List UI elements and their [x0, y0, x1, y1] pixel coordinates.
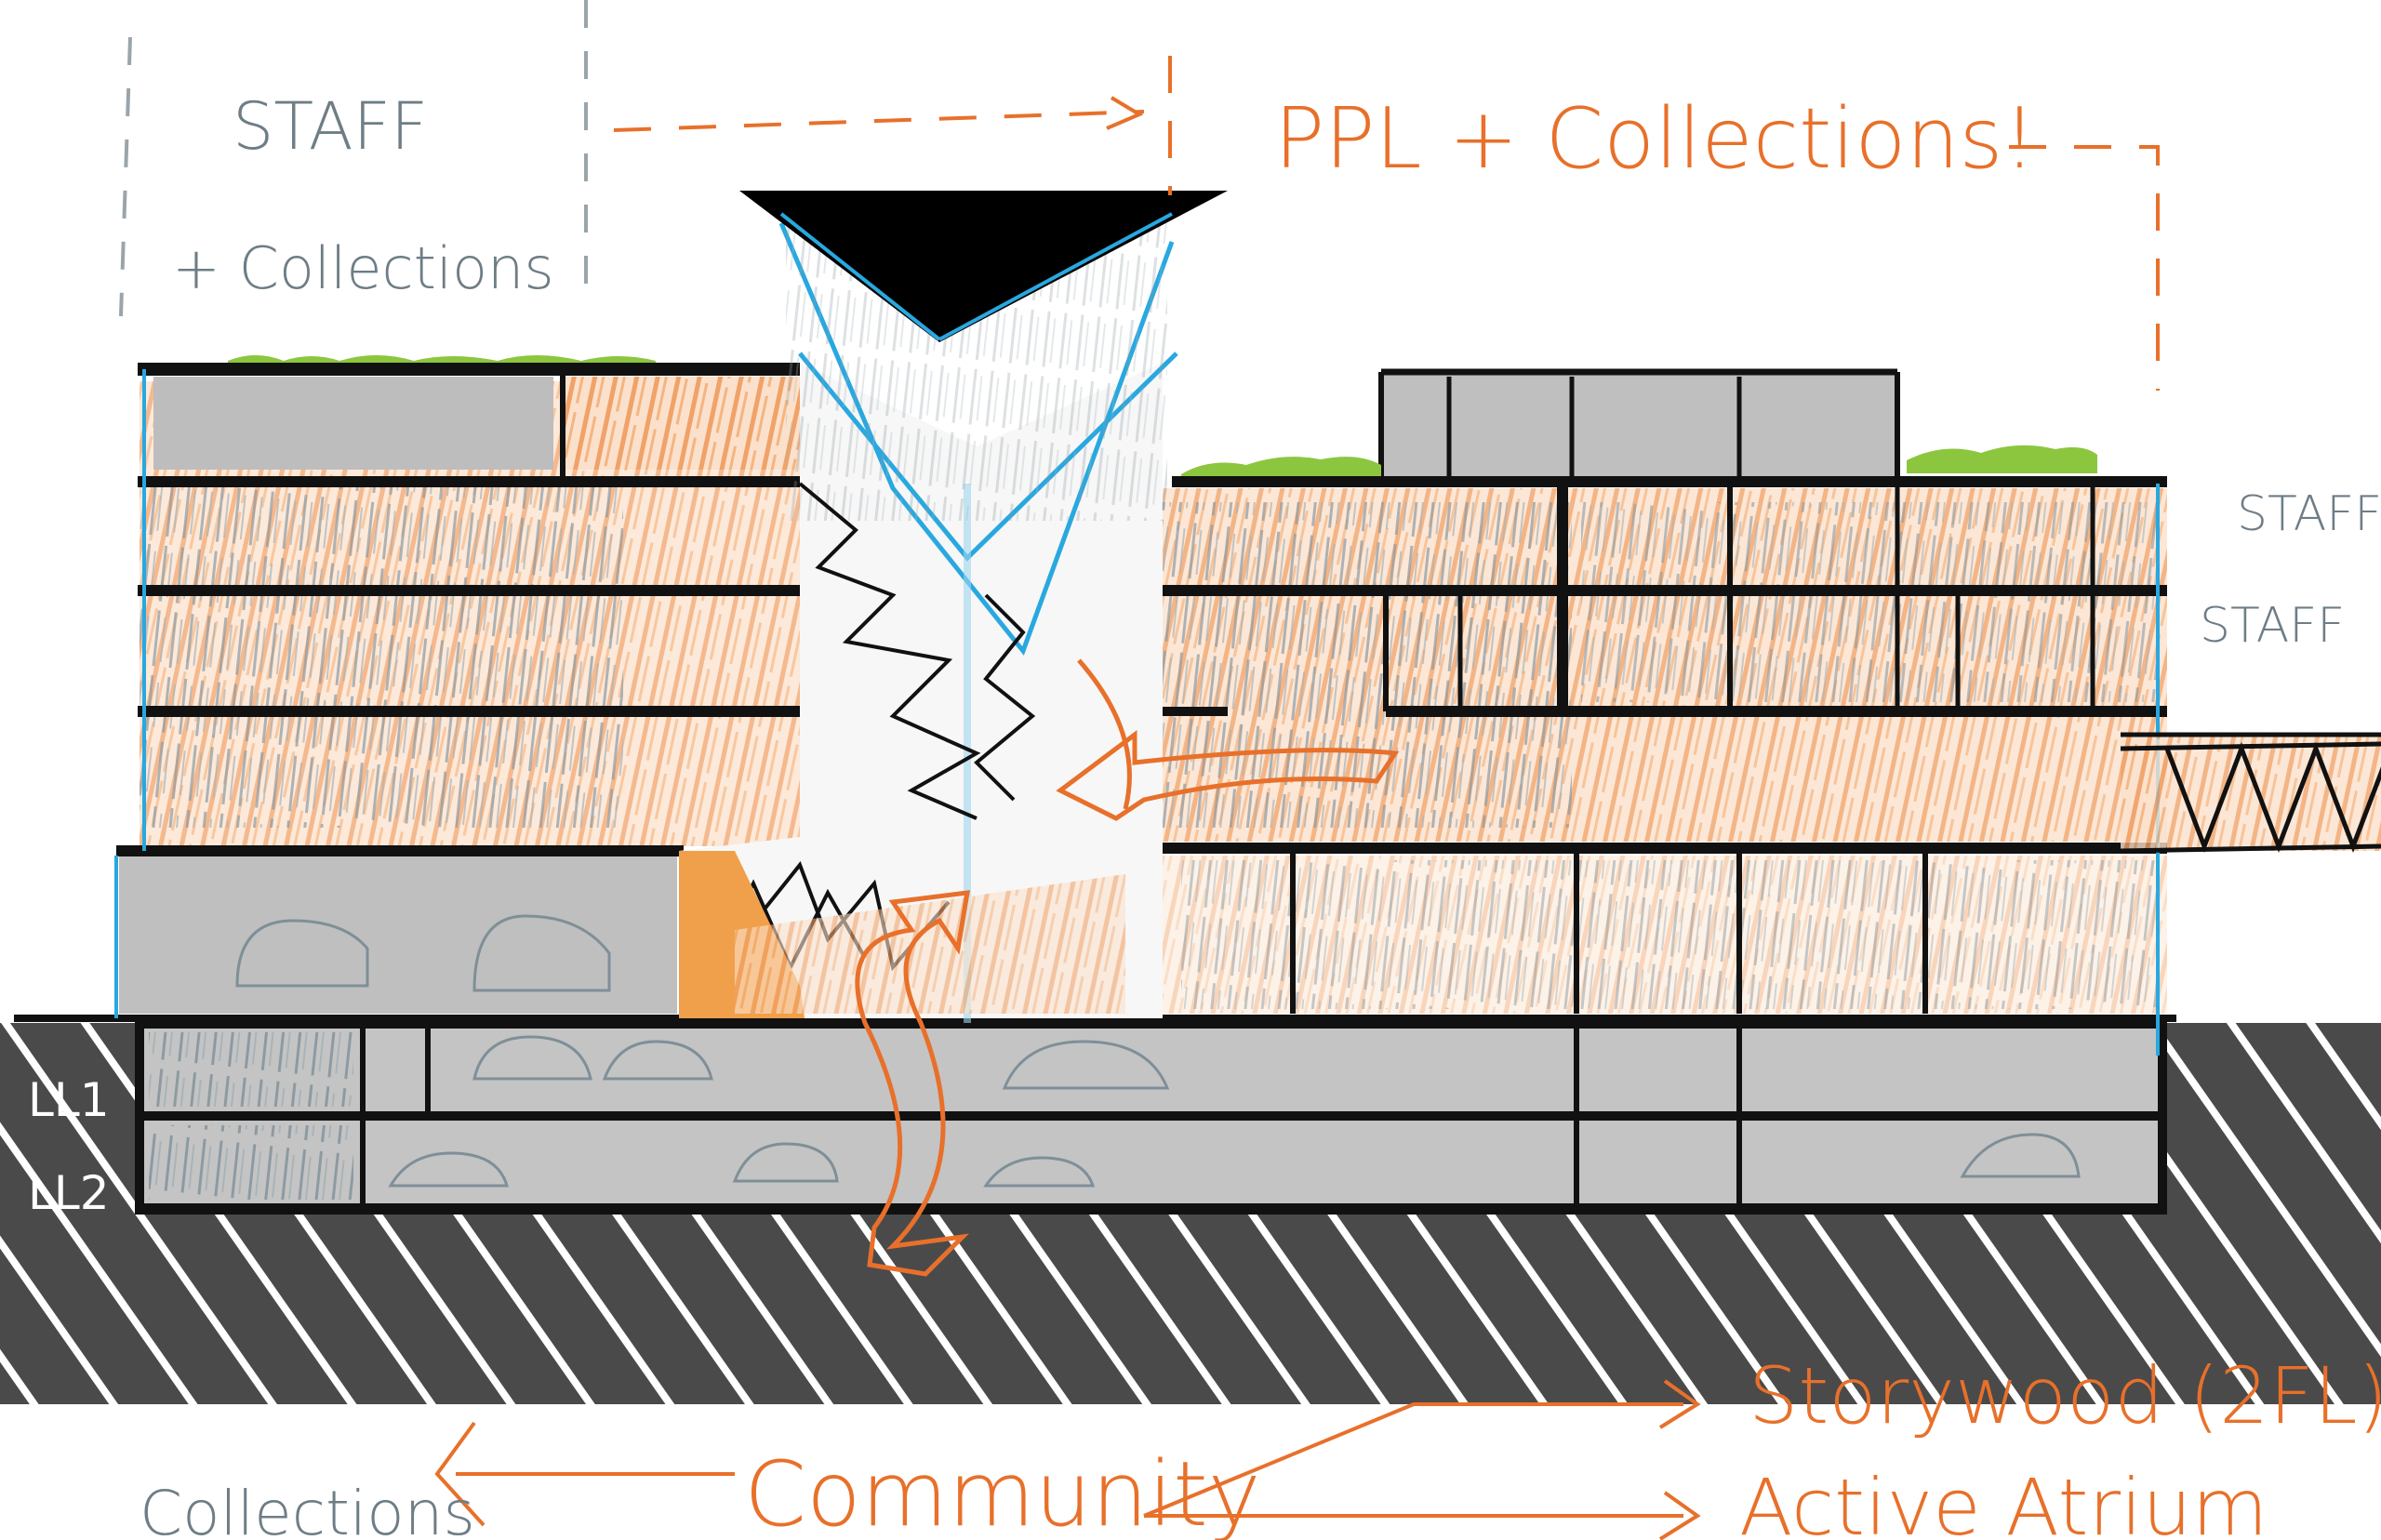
left-tower-slabs [114, 363, 809, 1018]
top-arrowhead [1106, 96, 1144, 130]
annotation-storywood: Storywood (2FL) [1749, 1350, 2381, 1441]
sky-bridge [2120, 732, 2381, 854]
circulation-arrows [855, 658, 1400, 1277]
annotation-community: Community [744, 1442, 1261, 1540]
parking-levels [135, 1017, 2167, 1215]
annotation-collections-bottom: Collections [140, 1478, 475, 1540]
level-label-ll2: LL2 [28, 1166, 110, 1220]
annotation-staff-right-1: STAFF [2237, 486, 2381, 542]
ground-floor-left [119, 856, 677, 1014]
annotation-ppl-collections: PPL + Collections! [1274, 90, 2036, 188]
lobby-volume [679, 851, 1125, 1018]
top-annotation-lines [613, 56, 2160, 391]
annotation-staff-right-2: STAFF [2200, 598, 2345, 654]
right-block-slabs [1125, 476, 2167, 1055]
left-tower-fill [140, 377, 800, 846]
rooftop-box [1378, 368, 1900, 479]
annotation-collections-top-left: + Collections [172, 234, 554, 302]
bottom-arrows [434, 1379, 1701, 1540]
level-label-ll1: LL1 [28, 1073, 110, 1127]
annotation-active-atrium: Active Atrium [1739, 1462, 2268, 1540]
annotation-staff-top-left: STAFF [233, 88, 428, 165]
skylight-cone [739, 191, 1228, 342]
right-block-fill [1125, 488, 2167, 1014]
